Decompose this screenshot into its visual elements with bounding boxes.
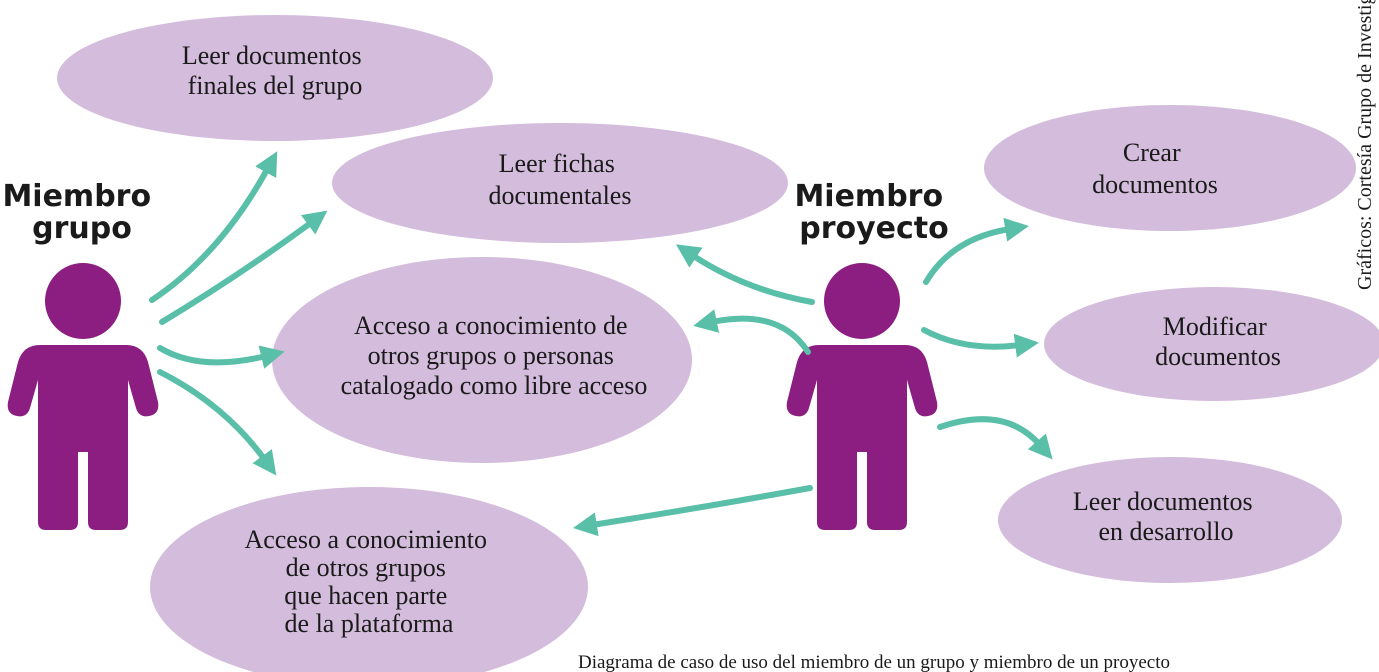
use-case-acceso-libre: Acceso a conocimiento de otros grupos o … [341, 311, 648, 400]
use-case-ellipse-crear [984, 105, 1356, 231]
use-case-leer-desarrollo: Leer documentos en desarrollo [1073, 487, 1259, 546]
use-case-ellipse-acceso-plataforma [150, 487, 588, 672]
use-case-modificar: Modificar documentos [1155, 312, 1281, 371]
person-head [824, 263, 900, 339]
actor-line: proyecto [799, 211, 949, 246]
arrow-proyecto-modificar [921, 327, 1040, 358]
use-case-line: Crear [1123, 138, 1181, 167]
use-case-leer-finales: Leer documentos finales del grupo [182, 41, 368, 100]
caption: Diagrama de caso de uso del miembro de u… [578, 652, 1170, 672]
arrow-grupo-leer-fichas [159, 210, 328, 325]
use-case-line: de la plataforma [285, 609, 454, 638]
arrow-proyecto-acceso-plataforma [573, 485, 813, 537]
person-head [45, 263, 121, 339]
arrow-proyecto-acceso-libre [693, 309, 811, 355]
actor-line: grupo [32, 211, 132, 246]
use-case-line: en desarrollo [1098, 517, 1233, 546]
actor-line: Miembro [794, 179, 943, 214]
use-case-line: Leer documentos [1073, 487, 1253, 516]
actor-label-grupo: Miembro grupo [2, 179, 161, 246]
use-case-line: documentales [489, 181, 632, 210]
use-case-line: finales del grupo [188, 71, 363, 100]
use-case-line: documentos [1155, 342, 1281, 371]
use-case-line: Acceso a conocimiento [244, 525, 487, 554]
use-case-line: catalogado como libre acceso [341, 371, 648, 400]
use-case-ellipse-acceso-libre [272, 257, 692, 463]
use-case-line: Leer documentos [182, 41, 362, 70]
arrow-proyecto-leer-fichas [675, 244, 815, 305]
use-case-ellipse-leer-finales [57, 15, 493, 141]
arrow-grupo-leer-finales [149, 151, 278, 303]
arrow-proyecto-leer-desarrollo [937, 416, 1053, 460]
use-case-line: Leer fichas [499, 149, 615, 178]
actor-label-proyecto: Miembro proyecto [794, 179, 953, 246]
credit-text: Gráficos: Cortesía Grupo de Investigació… [1354, 0, 1376, 290]
use-case-line: que hacen parte [284, 581, 447, 610]
use-case-line: Modificar [1163, 312, 1267, 341]
use-case-line: de otros grupos [286, 553, 446, 582]
arrow-proyecto-crear [923, 217, 1029, 285]
use-case-line: otros grupos o personas [368, 341, 614, 370]
person-icon-proyecto [786, 263, 938, 530]
person-body [7, 345, 159, 530]
person-icon-grupo [7, 263, 159, 530]
actor-line: Miembro [2, 179, 151, 214]
use-case-line: Acceso a conocimiento de [354, 311, 628, 340]
use-case-crear: Crear documentos [1092, 138, 1218, 199]
use-case-leer-fichas: Leer fichas documentales [489, 149, 632, 210]
use-case-line: documentos [1092, 170, 1218, 199]
use-case-ellipse-modificar [1044, 287, 1379, 401]
arrow-grupo-acceso-libre [157, 345, 285, 369]
use-case-ellipse-leer-fichas [332, 123, 788, 243]
person-body [786, 345, 938, 530]
arrow-grupo-acceso-plataforma [157, 369, 277, 476]
use-case-ellipse-leer-desarrollo [998, 457, 1342, 583]
use-case-acceso-plataforma: Acceso a conocimiento de otros grupos qu… [244, 525, 493, 638]
